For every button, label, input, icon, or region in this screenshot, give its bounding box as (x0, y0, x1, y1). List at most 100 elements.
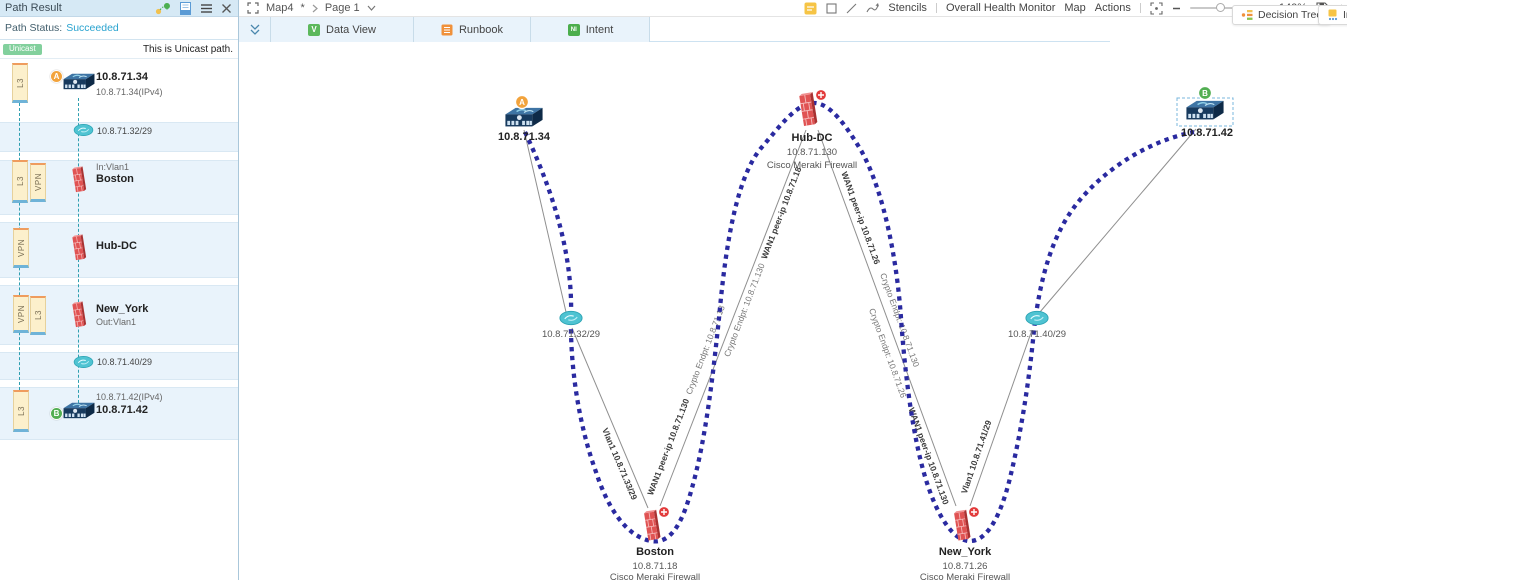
switch-icon[interactable] (62, 401, 96, 423)
expand-icon[interactable] (247, 2, 259, 14)
path-status-row: Path Status: Succeeded (0, 17, 238, 40)
hop-device-detail: 10.8.71.42(IPv4) (96, 392, 163, 402)
row-stripe (0, 222, 238, 278)
device-ip: 10.8.71.130 (787, 147, 837, 158)
row-stripe (0, 387, 238, 440)
device-label: New_York (939, 546, 992, 558)
modified-marker: * (300, 2, 305, 14)
path-status-value: Succeeded (66, 22, 119, 34)
link-newyork-cloud[interactable] (969, 329, 1033, 507)
line-tool-icon[interactable] (846, 3, 857, 14)
hop-device-name[interactable]: Boston (96, 173, 134, 185)
clipped-button[interactable]: In (1318, 5, 1347, 25)
device-a-node[interactable]: A 10.8.71.34 (498, 94, 551, 144)
link-hub-newyork[interactable] (817, 129, 957, 507)
tag-vpn[interactable]: VPN (13, 228, 29, 268)
zoom-slider-handle[interactable] (1215, 3, 1225, 12)
hop-device-name[interactable]: 10.8.71.34 (96, 71, 148, 83)
tab-runbook[interactable]: Runbook (413, 17, 530, 42)
device-label: Boston (636, 546, 674, 558)
separator (1139, 3, 1141, 13)
fit-screen-icon[interactable] (1150, 1, 1163, 15)
device-label: Hub-DC (792, 132, 833, 144)
hop-device-name[interactable]: Hub-DC (96, 240, 137, 252)
collapse-tabs-icon[interactable] (249, 24, 261, 36)
link-boston-hub[interactable] (659, 129, 807, 507)
plus-icon (661, 509, 667, 515)
network-cloud-right[interactable]: 10.8.71.40/29 (1008, 310, 1066, 340)
runbook-icon (441, 24, 453, 36)
page-selector[interactable]: Page 1 (324, 2, 360, 14)
endpoint-b-badge (1197, 85, 1213, 101)
hop-device-name[interactable]: New_York (96, 303, 149, 315)
firewall-icon[interactable] (70, 301, 88, 329)
rectangle-tool-icon[interactable] (826, 2, 837, 14)
firewall-icon[interactable] (70, 166, 88, 194)
panel-title: Path Result (5, 2, 62, 14)
tag-vpn[interactable]: VPN (13, 295, 29, 333)
hub-dc-node[interactable]: Hub-DC 10.8.71.130 Cisco Meraki Firewall (767, 88, 857, 172)
hop-in-interface: In:Vlan1 (96, 162, 130, 172)
menu-map[interactable]: Map (1064, 2, 1086, 14)
cloud-label: 10.8.71.40/29 (1008, 329, 1066, 340)
new-york-node[interactable]: New_York 10.8.71.26 Cisco Meraki Firewal… (920, 505, 1010, 580)
tag-l3[interactable]: L3 (12, 160, 28, 203)
firewall-icon[interactable] (70, 234, 88, 262)
note-icon[interactable] (804, 2, 817, 15)
link-a-cloud[interactable] (523, 129, 567, 313)
path-status-label: Path Status: (5, 22, 63, 34)
panel-header: Path Result (0, 0, 238, 17)
tag-vpn[interactable]: VPN (30, 163, 46, 202)
device-b-node[interactable]: B 10.8.71.42 (1176, 85, 1234, 140)
tag-l3[interactable]: L3 (13, 390, 29, 432)
cloud-icon[interactable] (73, 123, 94, 137)
link-label: WAN1 peer-ip 10.8.71.18 (759, 165, 803, 260)
endpoint-a-badge (514, 94, 530, 110)
clipped-button-icon (1328, 9, 1338, 21)
map-tabstrip: V Data View Runbook NI Intent (239, 17, 1110, 42)
cloud-icon[interactable] (73, 355, 94, 369)
tag-l3[interactable]: L3 (30, 296, 46, 335)
device-ip: 10.8.71.26 (943, 561, 988, 572)
link-label: Crypto Endpt: 10.8.71.130 (722, 262, 767, 358)
data-view-icon: V (308, 23, 321, 36)
zoom-slider[interactable] (1189, 3, 1252, 12)
hop-device-name[interactable]: 10.8.71.42 (96, 404, 148, 416)
device-model: Cisco Meraki Firewall (767, 160, 857, 171)
zoom-out-icon[interactable] (1172, 4, 1181, 13)
boston-node[interactable]: Boston 10.8.71.18 Cisco Meraki Firewall (610, 505, 700, 580)
link-cloud-b[interactable] (1039, 128, 1197, 313)
menu-icon[interactable] (200, 3, 213, 14)
decision-tree-button[interactable]: Decision Tree (1232, 5, 1332, 25)
chevron-down-icon[interactable] (367, 5, 376, 11)
chevron-right-icon (312, 4, 318, 12)
menu-overall-health-monitor[interactable]: Overall Health Monitor (945, 2, 1056, 14)
link-cloud-boston[interactable] (571, 327, 649, 509)
path-pins-icon[interactable] (155, 2, 171, 15)
plus-icon (818, 92, 824, 98)
endpoint-a-badge: A (50, 70, 63, 83)
tag-l3[interactable]: L3 (12, 63, 28, 103)
log-icon[interactable] (179, 1, 192, 15)
hop-network-name[interactable]: 10.8.71.40/29 (97, 357, 153, 367)
polyline-tool-icon[interactable] (866, 2, 880, 14)
map-canvas[interactable]: Vlan1 10.8.71.33/29 WAN1 peer-ip 10.8.71… (239, 42, 1347, 580)
menu-stencils[interactable]: Stencils (888, 2, 927, 14)
separator (935, 3, 937, 13)
map-name[interactable]: Map4 (266, 2, 294, 14)
tab-intent[interactable]: NI Intent (530, 17, 650, 42)
network-cloud-left[interactable]: 10.8.71.32/29 (542, 310, 600, 340)
link-label: Vlan1 10.8.71.33/29 (600, 426, 639, 501)
svg-text:B: B (1202, 89, 1208, 98)
switch-icon[interactable] (62, 72, 96, 94)
row-stripe (0, 352, 238, 380)
tab-data-view[interactable]: V Data View (270, 17, 413, 42)
path-result-panel: Path Result (0, 0, 239, 580)
close-icon[interactable] (221, 3, 232, 14)
intent-icon: NI (567, 23, 580, 36)
hop-network-name[interactable]: 10.8.71.32/29 (97, 126, 153, 136)
device-label: 10.8.71.34 (498, 131, 551, 143)
menu-actions[interactable]: Actions (1094, 2, 1131, 14)
cloud-label: 10.8.71.32/29 (542, 329, 600, 340)
